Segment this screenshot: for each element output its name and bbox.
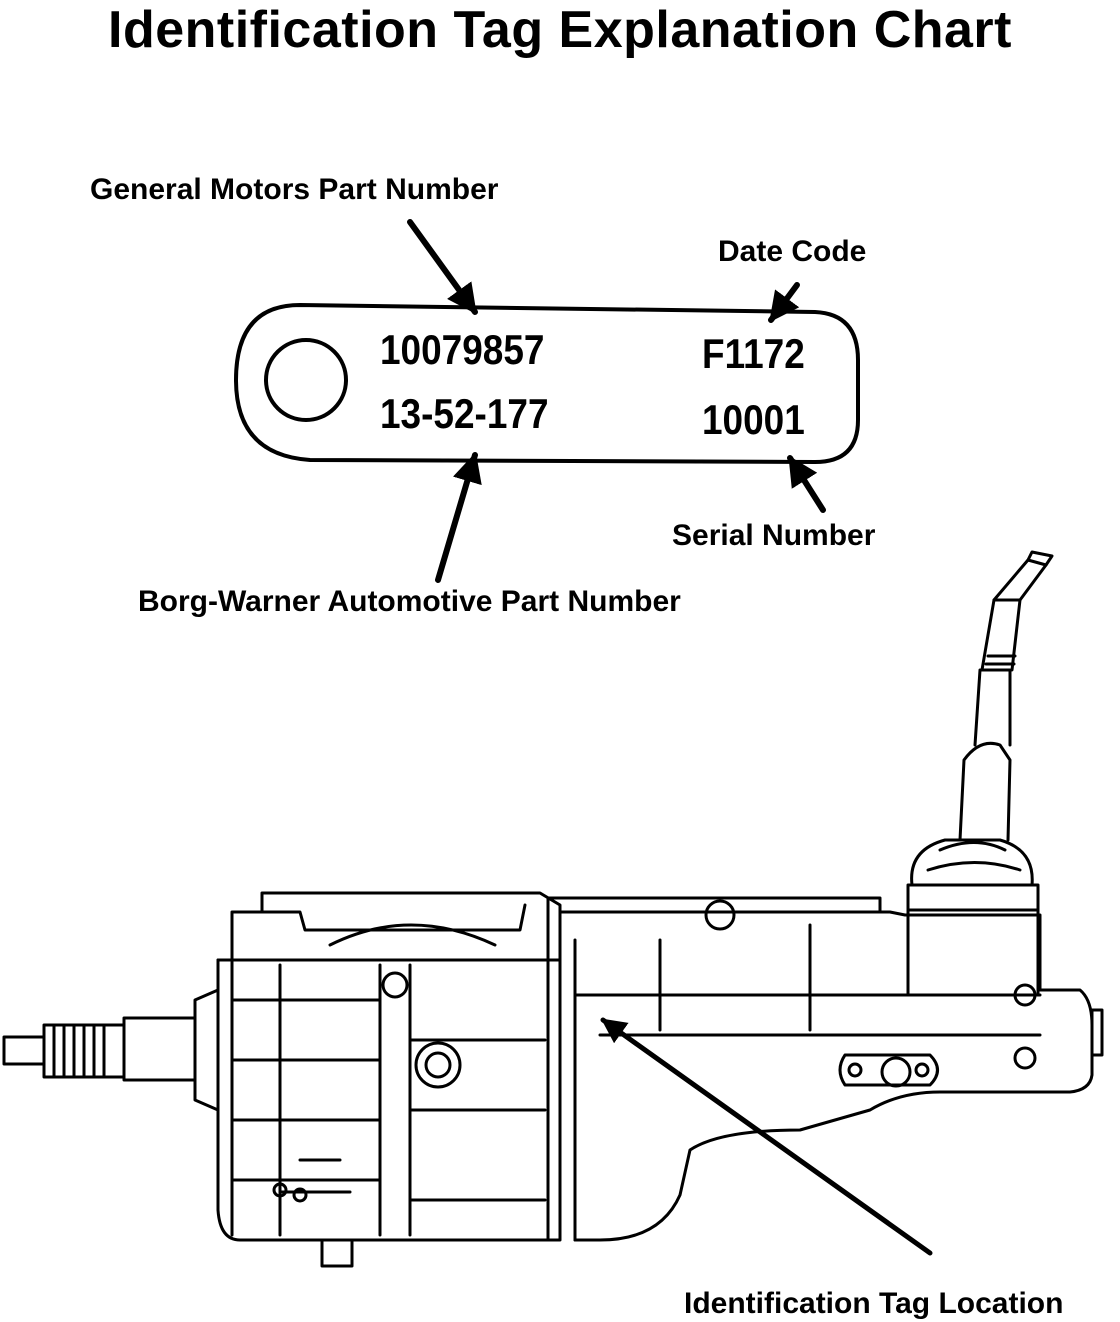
transmission-drawing [2, 550, 1104, 1268]
gm-part-number-label: General Motors Part Number [90, 173, 499, 206]
tag-date-code-value: F1172 [702, 330, 805, 377]
tag-gm-part-value: 10079857 [380, 326, 545, 373]
tag-location-arrow [600, 1017, 933, 1256]
identification-tag [234, 303, 860, 464]
bw-part-arrow [435, 452, 482, 583]
tag-serial-value: 10001 [702, 396, 805, 443]
page-title: Identification Tag Explanation Chart [108, 1, 1012, 59]
bw-part-number-label: Borg-Warner Automotive Part Number [138, 585, 681, 618]
date-code-arrow [768, 282, 800, 323]
leader-arrows [407, 219, 933, 1256]
tag-mounting-hole [264, 338, 348, 422]
gm-part-arrow [407, 219, 478, 315]
serial-arrow [787, 455, 826, 513]
date-code-label: Date Code [718, 235, 867, 268]
tag-bw-part-value: 13-52-177 [380, 390, 549, 437]
serial-number-label: Serial Number [672, 519, 876, 552]
tag-location-label: Identification Tag Location [684, 1287, 1064, 1320]
